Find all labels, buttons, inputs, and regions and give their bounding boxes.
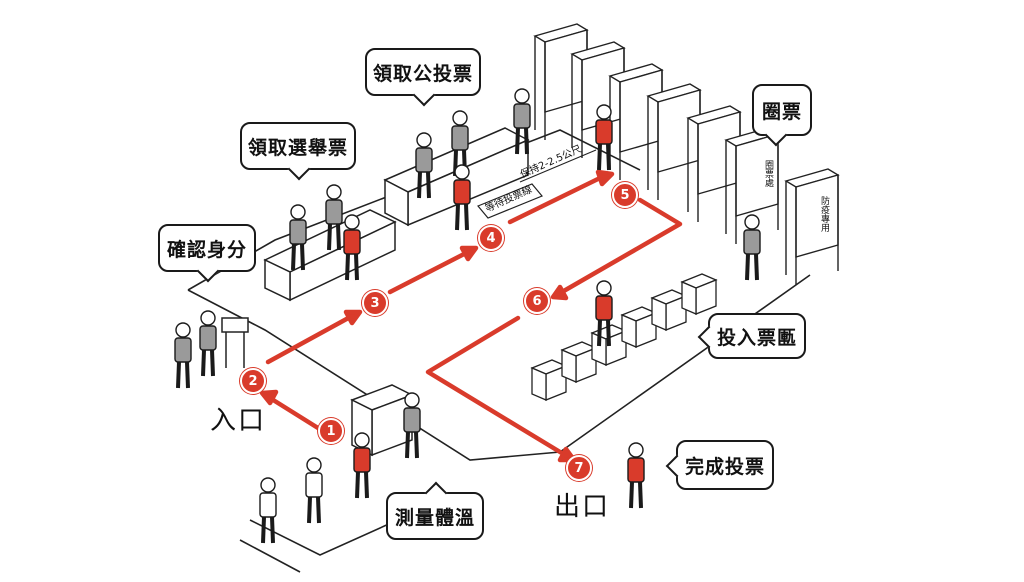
- ballot-box: [650, 289, 688, 331]
- person-figure: [353, 432, 371, 499]
- person-figure: [259, 477, 277, 544]
- step-4-marker: 4: [478, 225, 504, 251]
- voting-booth: [686, 105, 742, 222]
- booth-mark-label: 圈票處: [763, 160, 773, 187]
- exit-label: 出口: [554, 492, 611, 522]
- id-check-stand: [221, 317, 249, 368]
- ballot-box: [680, 273, 718, 315]
- step-6-marker: 6: [524, 288, 550, 314]
- person-figure: [595, 104, 613, 171]
- person-figure: [595, 280, 613, 347]
- people: [174, 88, 761, 544]
- booth-epidemic-label: 防疫專用: [819, 196, 829, 232]
- bubble-done-voting: 完成投票: [676, 440, 774, 490]
- step-7-marker: 7: [566, 455, 592, 481]
- ballot-box: [530, 359, 568, 401]
- step-5-marker: 5: [612, 182, 638, 208]
- bubble-confirm-id: 確認身分: [158, 224, 256, 272]
- person-figure: [325, 184, 343, 251]
- person-figure: [343, 214, 361, 281]
- person-figure: [174, 322, 192, 389]
- voting-booth: [570, 41, 626, 158]
- person-figure: [199, 310, 217, 377]
- person-figure: [743, 214, 761, 281]
- person-figure: [415, 132, 433, 199]
- ballot-box: [560, 341, 598, 383]
- ballot-box: [620, 306, 658, 348]
- person-figure: [305, 457, 323, 524]
- person-figure: [513, 88, 531, 155]
- person-figure: [627, 442, 645, 509]
- person-figure: [453, 164, 471, 231]
- step-2-marker: 2: [240, 368, 266, 394]
- voting-booth: [784, 168, 840, 285]
- voting-booths: [533, 23, 840, 285]
- voting-booth: [608, 63, 664, 180]
- voting-booth: [533, 23, 589, 140]
- person-figure: [403, 392, 421, 459]
- ballot-boxes: [530, 273, 718, 401]
- step-3-marker: 3: [362, 290, 388, 316]
- step-1-marker: 1: [318, 418, 344, 444]
- bubble-mark-ballot: 圈票: [752, 84, 812, 136]
- bubble-get-referendum: 領取公投票: [365, 48, 481, 96]
- bubble-measure-temp: 測量體溫: [386, 492, 484, 540]
- entrance-label: 入口: [210, 406, 267, 436]
- bubble-get-election: 領取選舉票: [240, 122, 356, 170]
- distance-marker: [477, 149, 597, 219]
- person-figure: [289, 204, 307, 271]
- voting-route: [259, 169, 683, 463]
- bubble-cast-area: 投入票匭: [708, 313, 806, 359]
